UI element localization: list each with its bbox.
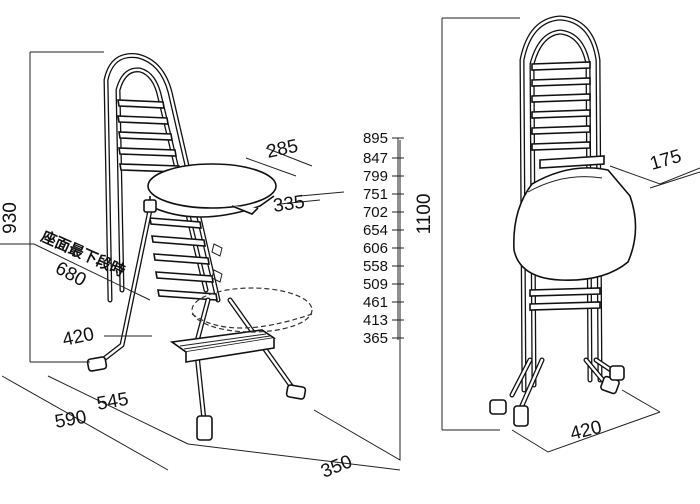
seat-height-label: 461 bbox=[363, 294, 388, 311]
base-width-590-label: 590 bbox=[53, 407, 88, 433]
seat-height-label: 799 bbox=[363, 168, 388, 185]
seat-height-label: 509 bbox=[363, 276, 388, 293]
seat-height-label: 895 bbox=[363, 130, 388, 147]
seat-height-label: 654 bbox=[363, 222, 388, 239]
right-dimension-lines bbox=[441, 17, 700, 453]
height-930-label: 930 bbox=[0, 202, 21, 234]
backrest-slats bbox=[117, 99, 218, 301]
seat-height-label: 751 bbox=[363, 186, 388, 203]
seat-lowest-width-420-label: 420 bbox=[61, 324, 96, 351]
base-depth-545-label: 545 bbox=[95, 389, 130, 415]
folded-height-1100-label: 1100 bbox=[414, 194, 435, 235]
folded-chair-drawing bbox=[489, 15, 637, 427]
folded-width-420-label: 420 bbox=[568, 417, 604, 445]
seat-height-label: 365 bbox=[363, 330, 388, 347]
seat-height-label: 413 bbox=[363, 312, 388, 329]
seat-height-label: 702 bbox=[363, 204, 388, 221]
seat-depth-335-label: 335 bbox=[272, 192, 306, 217]
footprint-350-label: 350 bbox=[318, 451, 355, 482]
seat-height-scale: 895 847 799 751 702 654 606 558 509 461 … bbox=[363, 130, 388, 347]
folded-depth-175-label: 175 bbox=[648, 146, 684, 175]
folded-slats bbox=[529, 61, 605, 311]
seat-height-label: 558 bbox=[363, 258, 388, 275]
left-dimension-lines bbox=[0, 51, 404, 471]
seat-height-label: 847 bbox=[363, 150, 388, 167]
seat-height-label: 606 bbox=[363, 240, 388, 257]
open-chair-drawing bbox=[86, 53, 313, 441]
